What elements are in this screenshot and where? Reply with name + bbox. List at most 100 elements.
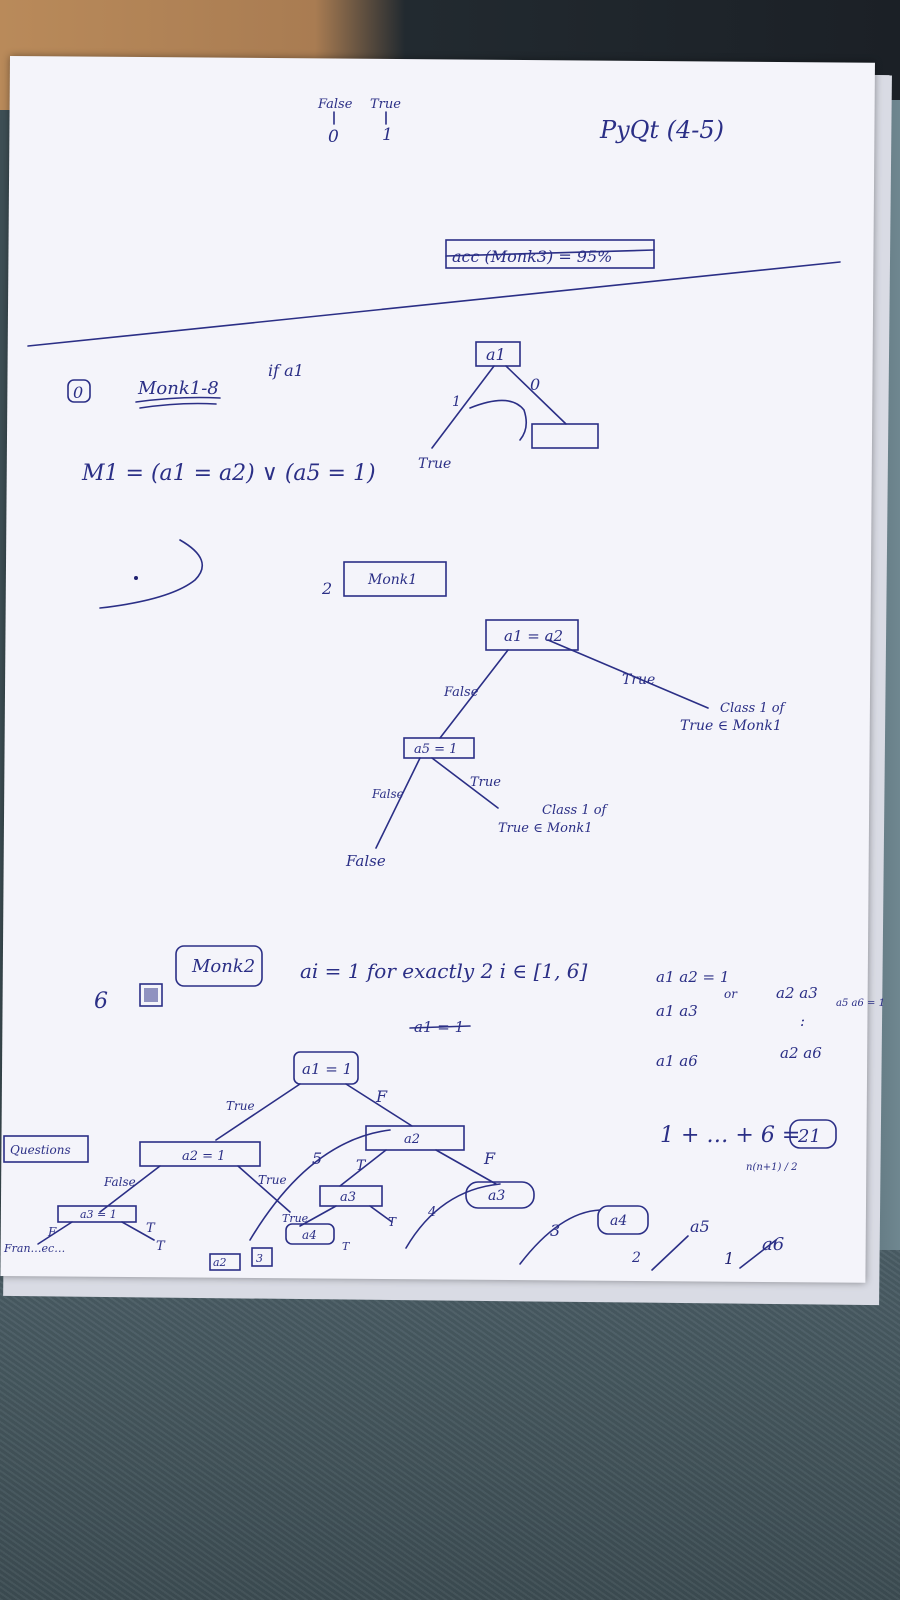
- tree6-t-small-2: T: [156, 1239, 166, 1254]
- header-title: PyQt (4-5): [599, 116, 724, 144]
- tree6-true-label: True: [226, 1099, 255, 1113]
- tree6-edge-a3-left: [37, 1221, 73, 1245]
- tree6-a3-box-label: a3 = 1: [80, 1208, 117, 1221]
- tree2-leaf-right-2: True ∈ Monk1: [680, 718, 782, 734]
- pair-a2a6: a2 a6: [780, 1044, 822, 1062]
- questions-box: [3, 1135, 89, 1163]
- tree6-curve-5: [739, 1239, 777, 1269]
- section6-box-frame: [175, 945, 263, 987]
- divider-line: [27, 261, 841, 347]
- pair-a1a3: a1 a3: [656, 1002, 698, 1020]
- tree6-bottom-b: 3: [256, 1252, 263, 1265]
- tree6-a4-box: [285, 1223, 335, 1245]
- tree6-f-label: F: [375, 1087, 388, 1106]
- tree6-a6: a6: [762, 1234, 784, 1255]
- tree6-num2: 2: [631, 1250, 641, 1266]
- tree6-bottom-a-box: [209, 1253, 241, 1271]
- tree2-node2: a5 = 1: [414, 742, 457, 757]
- tree6-root: a1 = 1: [302, 1060, 352, 1078]
- sum-expression: 1 + … + 6 =: [660, 1123, 800, 1148]
- tree2-leaf-right-1: Class 1 of: [720, 701, 787, 716]
- pair-a5a6: a5 a6 = 1: [836, 998, 885, 1009]
- tree2-false-label: False: [443, 685, 479, 700]
- tree6-a2-right: a2: [404, 1132, 420, 1147]
- tree6-num1: 1: [724, 1249, 734, 1268]
- tree6-a3-right: a3: [488, 1188, 505, 1204]
- tree6-a3-mid: a3: [340, 1190, 356, 1205]
- tree6-true-label-2: True: [258, 1173, 287, 1187]
- tree2-leaf-mid-2: True ∈ Monk1: [498, 821, 593, 836]
- tree6-t-a4: T: [342, 1240, 351, 1253]
- tree2-node2-box: [403, 737, 475, 759]
- questions-label: Questions: [10, 1143, 71, 1157]
- tree6-curve-1: [249, 1129, 391, 1241]
- tree6-a3-right-box: [465, 1181, 535, 1209]
- section0-number: 0: [73, 383, 83, 402]
- tree0-root-box: [475, 341, 521, 367]
- tree0-edge-left: [431, 365, 495, 449]
- tree2-edge2-true-label: True: [470, 775, 501, 790]
- section6-mark-fill: [144, 988, 158, 1002]
- section6-box: Monk2: [191, 956, 255, 977]
- section2-number: 2: [321, 579, 332, 598]
- tree6-f-mid: F: [483, 1149, 496, 1168]
- pair-a1a6: a1 a6: [656, 1052, 698, 1070]
- tree2-edge2-false-label: False: [371, 787, 404, 801]
- tree6-num4: 4: [427, 1205, 436, 1220]
- tree6-root-box: [293, 1051, 359, 1085]
- strike-line: [445, 249, 655, 257]
- pair-dots: :: [800, 1012, 805, 1030]
- tree6-edge-a3m-right: [369, 1205, 393, 1223]
- one-label: 1: [382, 125, 393, 145]
- section2-box-frame: [343, 561, 447, 597]
- tree2-edge-true: [547, 639, 709, 709]
- section0-heading: Monk1-8: [137, 378, 219, 399]
- tree6-num3: 3: [550, 1221, 560, 1240]
- background-jeans: [0, 1250, 900, 1600]
- tree6-curve-4: [651, 1235, 689, 1271]
- section0-cond: if a1: [268, 361, 304, 380]
- tree6-num5: 5: [312, 1149, 322, 1168]
- section0-formula: M1 = (a1 = a2) ∨ (a5 = 1): [81, 461, 376, 486]
- sum-formula: n(n+1) / 2: [746, 1162, 798, 1173]
- false-label: False: [317, 97, 353, 112]
- tree6-bottom-b-box: [251, 1247, 273, 1267]
- tree6-edge-false: [345, 1083, 413, 1127]
- tree6-edge-a2-false: [99, 1165, 161, 1213]
- sum-result-box: [789, 1119, 837, 1149]
- tree0-leaf-true: True: [418, 456, 451, 472]
- tree6-f-small: F: [47, 1225, 57, 1239]
- tree6-a4-right: a4: [610, 1213, 627, 1229]
- section6-strike: [409, 1025, 471, 1029]
- tree2-leaf-left: False: [345, 852, 386, 870]
- tree6-bottom-a: a2: [213, 1256, 227, 1269]
- ink-dot: [134, 576, 138, 580]
- tree0-edge-one: 1: [452, 394, 461, 410]
- true-label: True: [370, 97, 401, 112]
- tree6-a2-left-box: [139, 1141, 261, 1167]
- pair-a2a3: a2 a3: [776, 984, 818, 1002]
- tree2-true-label: True: [622, 672, 655, 688]
- tree6-false-label: False: [103, 1175, 136, 1189]
- tree0-empty-box: [531, 423, 599, 449]
- tree6-t-small-1: T: [146, 1221, 156, 1236]
- tree6-t-a3m: T: [388, 1215, 397, 1229]
- pair-or: or: [724, 987, 738, 1001]
- tree6-a5: a5: [690, 1217, 710, 1236]
- tree6-edge-a3-right: [121, 1221, 155, 1241]
- tree2-leaf-mid-1: Class 1 of: [542, 803, 609, 818]
- tree6-edge-a2-true: [237, 1165, 291, 1213]
- zero-label: 0: [328, 127, 339, 147]
- crossed-acc: acc (Monk3) = 95%: [452, 247, 612, 266]
- tree6-edge-a2r-left: [339, 1149, 387, 1187]
- tree0-root: a1: [486, 345, 506, 364]
- tree6-edge-a3m-left: [299, 1205, 337, 1227]
- tree6-edge-true: [215, 1083, 301, 1141]
- tree6-t-mid: T: [356, 1158, 367, 1174]
- tree6-curve-2: [405, 1183, 501, 1249]
- pair-a1a2: a1 a2 = 1: [656, 968, 729, 986]
- tree2-root-box: [485, 619, 579, 651]
- tree0-edge-zero: 0: [530, 375, 540, 394]
- sum-result: 21: [797, 1126, 821, 1147]
